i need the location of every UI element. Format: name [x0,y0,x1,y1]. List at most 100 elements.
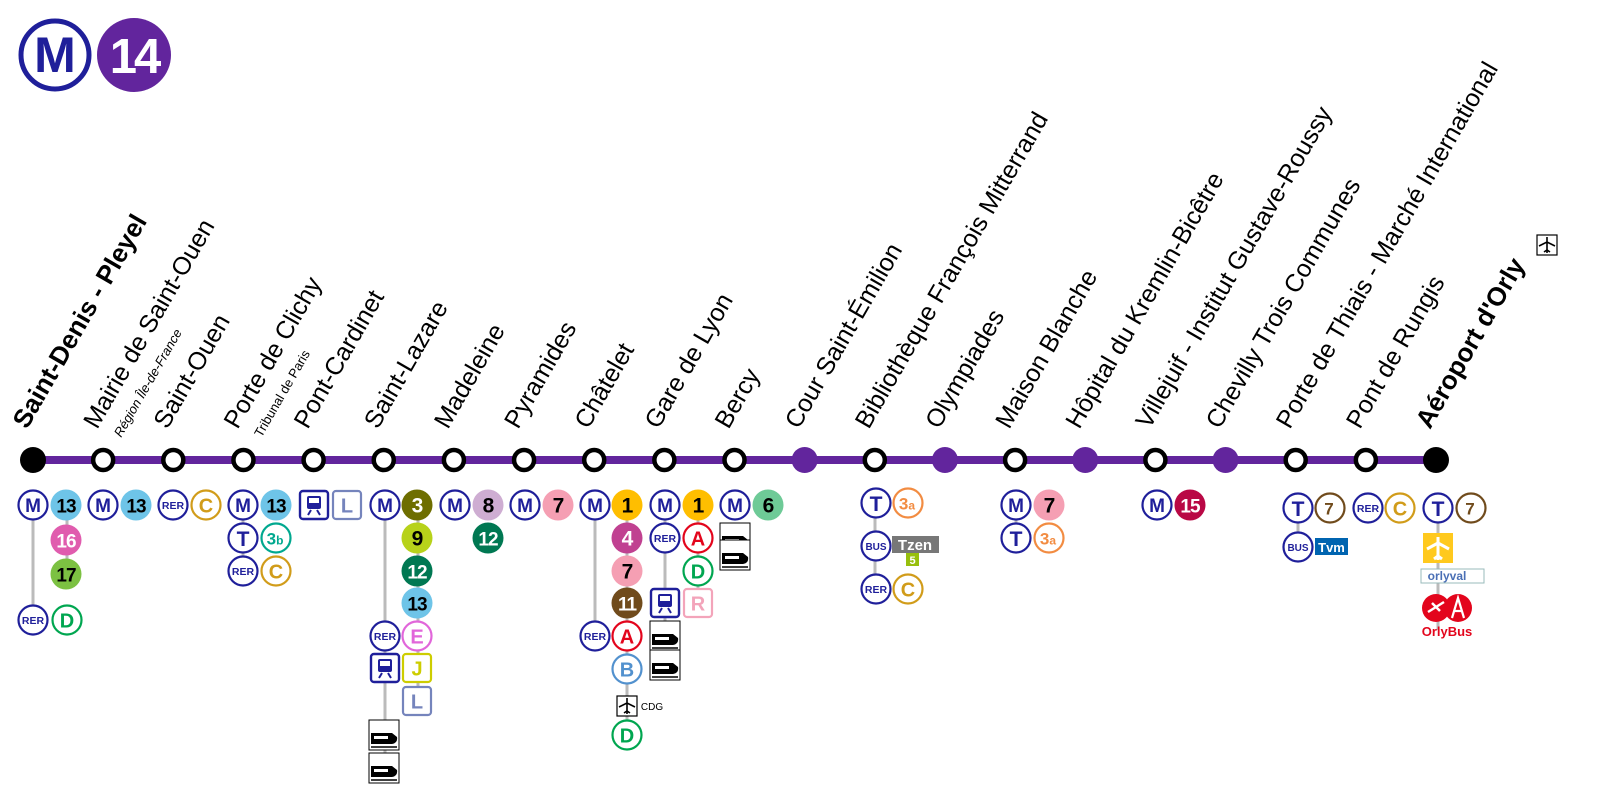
tram-3a-badge-ring [892,487,924,519]
station-14[interactable]: Maison Blanche [990,265,1103,473]
train-r-badge-frame [682,587,714,619]
train-symbol-legs [307,509,321,516]
station-dot [1002,447,1028,473]
metro-13-badge-disc [401,587,433,619]
station-dot [722,447,747,473]
future-station-dot [1072,447,1099,473]
metro-symbol-ring [1000,489,1032,521]
orly-airport-icon [1536,234,1558,256]
metro-7-badge: 7 [1033,489,1065,521]
train-symbol-legs [378,672,392,679]
metro-6-badge-number: 6 [763,495,774,518]
metro-12-badge-disc [401,555,433,587]
metro-13-badge: 13 [260,489,292,521]
metro-symbol: M [649,489,681,521]
metro-symbol: M [369,489,401,521]
tvm-bg [1315,538,1348,555]
metro-symbol-text: M [1008,496,1024,517]
metro-1-badge-disc [682,489,714,521]
metro-symbol-ring [87,489,119,521]
metro-4-badge-number: 4 [622,528,634,551]
rer-symbol-ring [579,620,611,652]
metro-17-badge: 17 [50,558,82,590]
metro-symbol-ring [439,489,471,521]
metro-1-badge: 1 [611,489,643,521]
metro-13-badge-number: 13 [126,497,146,518]
metro-symbol-ring [649,489,681,521]
rer-symbol-text: RER [654,533,677,545]
bus-symbol-text: BUS [1287,543,1308,554]
metro-7-badge-disc [542,489,574,521]
rer-symbol-ring [369,620,401,652]
tram-symbol: T [1282,492,1314,524]
station-dot [1353,447,1379,473]
line-14-number: 14 [110,30,161,84]
metro-9-badge-disc [401,522,433,554]
rer-a-badge: A [682,522,714,554]
rer-c-badge: C [1384,492,1416,524]
metro-1-badge-number: 1 [622,495,634,518]
metro-12-badge-number: 12 [478,530,498,551]
rer-d-badge-ring [682,555,714,587]
tram-symbol-text: T [1292,498,1305,521]
metro-15-badge-number: 15 [1180,497,1201,518]
orlybus-tower-disc [1444,594,1472,622]
tgv-window [374,769,388,772]
metro-11-badge-disc [611,587,643,619]
train-r-badge-letter: R [691,594,706,616]
rer-symbol-text: RER [1357,503,1380,515]
station-8[interactable]: Châtelet [569,338,640,473]
metro-symbol-ring [509,489,541,521]
future-station-dot [931,447,958,473]
rer-symbol-text: RER [232,566,255,578]
rer-a-badge: A [611,620,643,652]
metro-symbol: M [17,489,49,521]
tram-3a-badge: 3a [1033,522,1065,554]
metro-8-badge-disc [472,489,504,521]
metro-3-badge: 3 [401,489,433,521]
station-10[interactable]: Bercy [709,363,766,473]
airport-plane [1426,537,1450,561]
station-9[interactable]: Gare de Lyon [639,289,739,473]
rer-symbol-ring [227,555,259,587]
train-symbol-window [309,498,319,503]
station-dot [90,447,116,473]
tram-3b-badge-num: 3 [267,530,276,549]
station-7[interactable]: Pyramides [499,317,582,473]
rer-d-badge-ring [611,719,643,751]
tram-symbol: T [1422,492,1454,524]
tram-3b-badge-number: 3b [267,530,284,549]
train-symbol [298,489,330,521]
metro-symbol: M [1141,489,1173,521]
metro-13-badge: 13 [401,587,433,619]
metro-7-badge: 7 [611,555,643,587]
metro-8-badge-number: 8 [483,495,495,518]
metro-symbol-ring [17,489,49,521]
metro-9-badge-number: 9 [412,528,423,551]
tram-symbol: T [1000,522,1032,554]
station-6[interactable]: Madeleine [429,319,511,473]
station-dot [301,447,326,473]
metro-4-badge-disc [611,522,643,554]
tzen-bg [892,536,939,553]
rer-symbol: RER [649,522,681,554]
orlybus-text: OrlyBus [1422,624,1473,639]
bus-symbol-ring [1282,531,1314,563]
metro-1-badge-number: 1 [693,495,705,518]
train-j-badge: J [401,652,433,684]
tram-symbol-ring [860,487,892,519]
metro-logo: M [34,27,76,83]
bus-symbol: BUS [1282,531,1314,563]
station-2[interactable]: Saint-Ouen [148,309,236,473]
tram-3a-badge-num: 3 [1040,530,1049,549]
rer-c-badge-letter: C [199,496,213,518]
tram-3a-badge-suffix: a [1049,534,1056,548]
tram-symbol-ring [1422,492,1454,524]
cdg-label: CDG [641,702,663,713]
metro-symbol-text: M [377,496,393,517]
tram-7-badge-num: 7 [1465,500,1474,519]
rer-c-badge-letter: C [1393,499,1407,521]
metro-symbol-ring [579,489,611,521]
